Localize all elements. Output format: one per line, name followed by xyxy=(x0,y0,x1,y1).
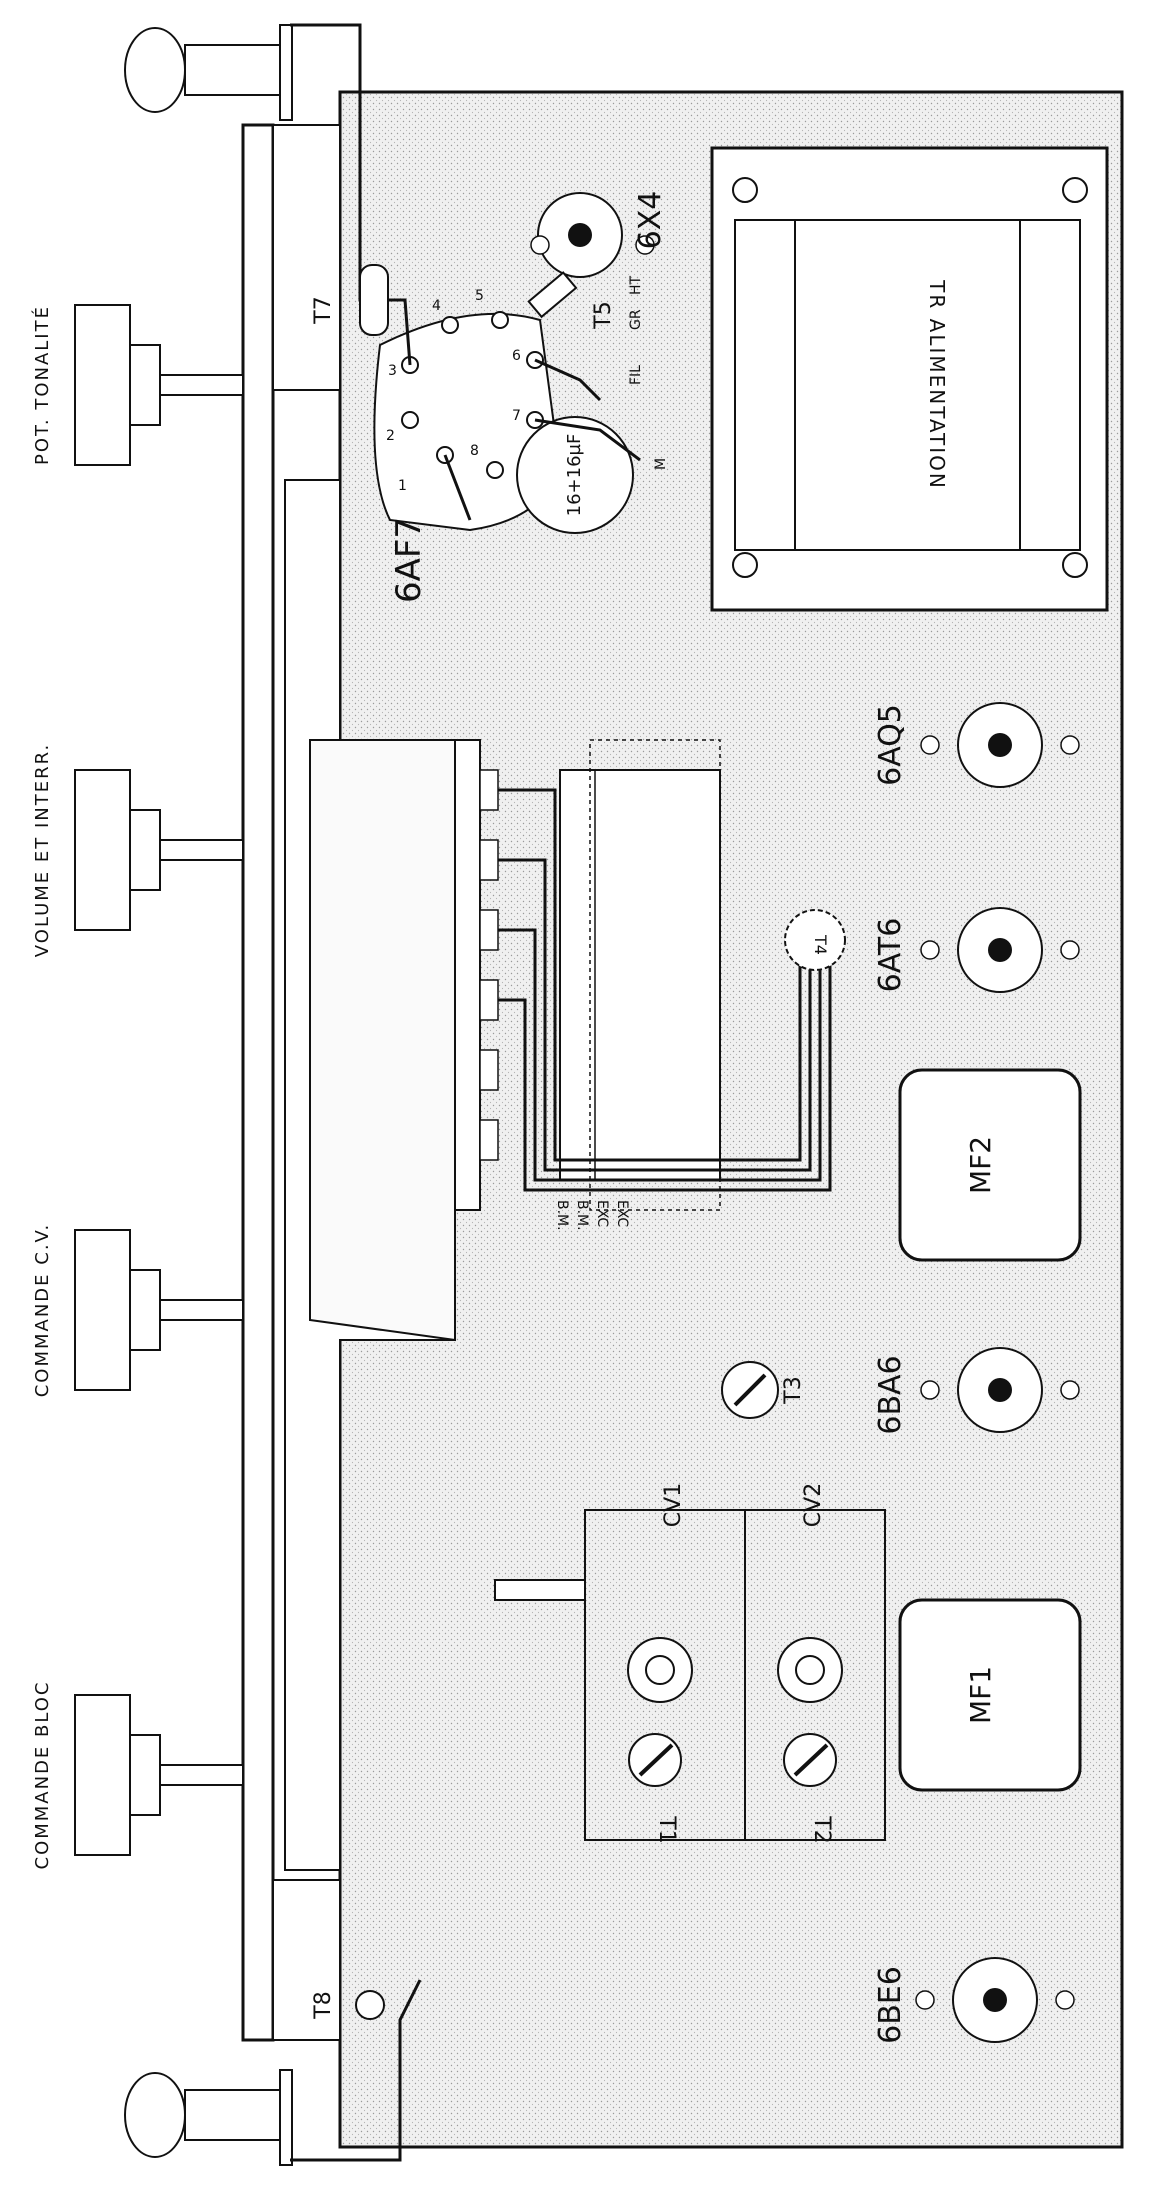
knob-volume xyxy=(74,769,244,931)
knob-tuning xyxy=(74,1229,244,1391)
output-transformer xyxy=(559,739,721,1211)
label-band: COMMANDE BLOC xyxy=(32,1680,53,1869)
wire-label-gr: GR xyxy=(628,309,644,330)
wire-label-ht: HT xyxy=(628,275,644,295)
label-t4: T4 xyxy=(811,934,830,955)
speaker-terminal-strip xyxy=(454,739,499,1211)
if-transformer-mf2 xyxy=(898,1068,1082,1262)
label-t8: T8 xyxy=(311,1991,336,2019)
if-transformer-mf1 xyxy=(898,1598,1082,1792)
label-tuning: COMMANDE C.V. xyxy=(32,1223,53,1398)
socket-6at6 xyxy=(920,907,1080,993)
label-cv2: CV2 xyxy=(801,1483,826,1527)
wire-label-bm1: B.M. xyxy=(554,1200,570,1231)
socket-6x4 xyxy=(530,192,655,278)
ground-wire-bottom xyxy=(290,1979,422,2162)
label-cv1: CV1 xyxy=(661,1483,686,1527)
socket-pin-2: 2 xyxy=(386,428,395,444)
socket-pin-8: 8 xyxy=(470,443,479,459)
knob-tone xyxy=(74,304,244,466)
knob-band xyxy=(74,1694,244,1856)
label-t2: T2 xyxy=(809,1815,834,1843)
power-transformer xyxy=(710,146,1109,612)
label-t3: T3 xyxy=(781,1376,806,1404)
label-capacitor: 16+16µF xyxy=(564,434,585,517)
socket-pin-4: 4 xyxy=(432,298,441,314)
label-6ba6: 6BA6 xyxy=(873,1355,908,1434)
label-6be6: 6BE6 xyxy=(873,1966,908,2044)
socket-pin-1: 1 xyxy=(398,478,407,494)
socket-pin-6: 6 xyxy=(512,348,521,364)
label-6x4: 6X4 xyxy=(633,191,668,250)
wire-label-m: M xyxy=(653,458,669,470)
socket-pin-7: 7 xyxy=(512,408,521,424)
trimmer-t7 xyxy=(359,264,389,336)
label-t5: T5 xyxy=(591,301,616,329)
label-mf1: MF1 xyxy=(964,1666,997,1724)
label-6af7: 6AF7 xyxy=(389,517,429,603)
wire-label-exc1: EXC xyxy=(594,1200,610,1227)
label-power-transformer: TR ALIMENTATION xyxy=(925,279,949,490)
trimmer-t8 xyxy=(355,1990,385,2020)
front-panel xyxy=(241,123,275,2042)
side-knob-top xyxy=(124,24,293,121)
socket-pin-3: 3 xyxy=(388,363,397,379)
resistor-t5 xyxy=(527,271,578,319)
socket-pin-5: 5 xyxy=(475,288,484,304)
wire-label-fil: FIL xyxy=(628,365,644,385)
wire-label-exc2: EXC xyxy=(614,1200,630,1227)
label-6aq5: 6AQ5 xyxy=(873,704,908,786)
socket-6ba6 xyxy=(920,1347,1080,1433)
panel-bracket-top xyxy=(272,124,341,391)
panel-bracket-bottom xyxy=(272,1879,341,2041)
label-mf2: MF2 xyxy=(964,1136,997,1194)
label-6at6: 6AT6 xyxy=(873,918,908,993)
label-t1: T1 xyxy=(654,1815,679,1843)
label-t7: T7 xyxy=(311,296,336,324)
socket-6aq5 xyxy=(920,702,1080,788)
dial-window xyxy=(309,739,456,1342)
label-tone: POT. TONALITÉ xyxy=(31,305,53,465)
tuning-capacitor-gang xyxy=(494,1509,886,1841)
socket-6be6 xyxy=(915,1957,1075,2043)
wire-label-bm2: B.M. xyxy=(574,1200,590,1231)
side-knob-bottom xyxy=(124,2069,293,2166)
label-volume: VOLUME ET INTERR. xyxy=(32,743,53,957)
speaker-wires xyxy=(498,788,832,1192)
trimmer-t4 xyxy=(784,909,846,971)
socket-6af7 xyxy=(373,311,562,532)
filter-capacitor xyxy=(516,416,634,534)
